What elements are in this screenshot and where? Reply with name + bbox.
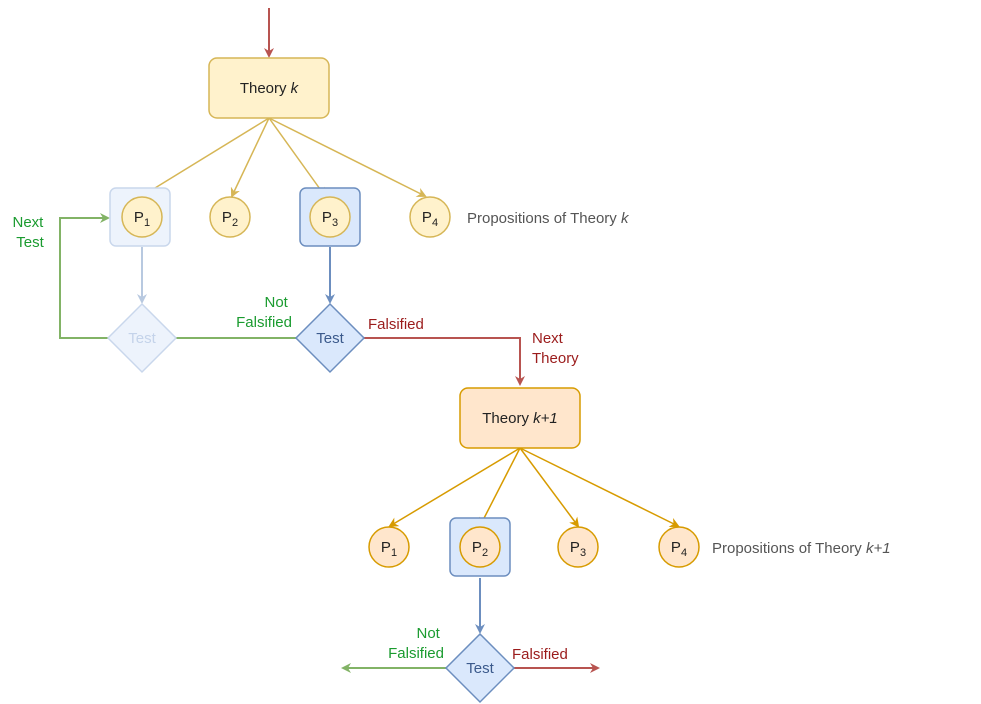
not-falsified-line2: Falsified: [236, 314, 292, 331]
test-diamond-2[interactable]: Test: [444, 632, 516, 704]
not-falsified-2-line2: Falsified: [388, 645, 444, 662]
edge-falsified-next-theory: [363, 337, 525, 386]
test-diamond[interactable]: Test: [294, 302, 366, 374]
theory-k-plus-1-label: Theory: [482, 410, 529, 427]
edge-theory2-p1: [388, 447, 521, 528]
next-test-line1: Next: [12, 214, 44, 231]
theory-k-node[interactable]: Theory k: [208, 57, 330, 119]
p4-letter: P: [422, 209, 432, 226]
theory-k-plus-1-index: k+1: [533, 410, 558, 427]
edge-theory2-p2: [479, 447, 521, 528]
p3-sub: 3: [332, 217, 338, 229]
p1-sub: 1: [144, 217, 150, 229]
p2-2-letter: P: [472, 539, 482, 556]
test-diamond-faded[interactable]: Test: [106, 302, 178, 374]
edge-theory1-p3: [268, 117, 327, 198]
propositions-k-caption: Propositions of Theory k: [467, 210, 630, 227]
next-theory-label: Next Theory: [532, 330, 579, 367]
svg-text:P4: P4: [671, 539, 687, 559]
propositions-k-plus-1-caption: Propositions of Theory k+1: [712, 540, 891, 557]
p2-3-letter: P: [570, 539, 580, 556]
p2-3-sub: 3: [580, 547, 586, 559]
svg-text:P1: P1: [381, 539, 397, 559]
falsified-label: Falsified: [368, 316, 424, 333]
propositions-k-plus-1-caption-text: Propositions of Theory: [712, 540, 862, 557]
next-theory-line2: Theory: [532, 350, 579, 367]
svg-text:P3: P3: [322, 209, 338, 229]
svg-text:P3: P3: [570, 539, 586, 559]
proposition2-p1[interactable]: P1: [368, 526, 410, 568]
propositions-k-caption-index: k: [621, 210, 630, 227]
svg-text:Theory k: Theory k: [240, 80, 300, 97]
proposition-p3[interactable]: P3: [309, 196, 351, 238]
p2-4-letter: P: [671, 539, 681, 556]
next-theory-line1: Next: [532, 330, 564, 347]
next-test-line2: Test: [16, 234, 44, 251]
not-falsified-2-label: Not Falsified: [388, 625, 444, 662]
theory-k-label: Theory: [240, 80, 287, 97]
proposition2-p2[interactable]: P2: [459, 526, 501, 568]
svg-text:P2: P2: [222, 209, 238, 229]
next-test-label: Next Test: [12, 214, 47, 251]
proposition2-p4[interactable]: P4: [658, 526, 700, 568]
p1-letter: P: [134, 209, 144, 226]
proposition-p1[interactable]: P1: [121, 196, 163, 238]
p2-sub: 2: [232, 217, 238, 229]
p2-1-sub: 1: [391, 547, 397, 559]
p4-sub: 4: [432, 217, 438, 229]
test-2-label: Test: [466, 660, 494, 677]
svg-text:P4: P4: [422, 209, 438, 229]
edge-next-test-loop: [59, 213, 298, 339]
edge-theory2-p3: [519, 447, 580, 528]
p2-letter: P: [222, 209, 232, 226]
p2-2-sub: 2: [482, 547, 488, 559]
p2-4-sub: 4: [681, 547, 687, 559]
edge-theory1-p2: [230, 117, 270, 198]
proposition-p2[interactable]: P2: [209, 196, 251, 238]
edge-theory1-p4: [268, 117, 427, 197]
svg-text:P1: P1: [134, 209, 150, 229]
proposition-p4[interactable]: P4: [409, 196, 451, 238]
propositions-k-plus-1-caption-index: k+1: [866, 540, 891, 557]
not-falsified-line1: Not: [264, 294, 288, 311]
proposition2-p3[interactable]: P3: [557, 526, 599, 568]
p2-1-letter: P: [381, 539, 391, 556]
test-faded-label: Test: [128, 330, 156, 347]
propositions-k-caption-text: Propositions of Theory: [467, 210, 617, 227]
p3-letter: P: [322, 209, 332, 226]
svg-text:P2: P2: [472, 539, 488, 559]
theory-k-index: k: [291, 80, 300, 97]
edge-theory2-p4: [519, 447, 680, 527]
edge-theory1-p1: [140, 117, 270, 198]
theory-k-plus-1-node[interactable]: Theory k+1: [459, 387, 581, 449]
svg-text:Theory k+1: Theory k+1: [482, 410, 557, 427]
test-label: Test: [316, 330, 344, 347]
falsified-2-label: Falsified: [512, 646, 568, 663]
not-falsified-label: Not Falsified: [236, 294, 292, 331]
not-falsified-2-line1: Not: [416, 625, 440, 642]
